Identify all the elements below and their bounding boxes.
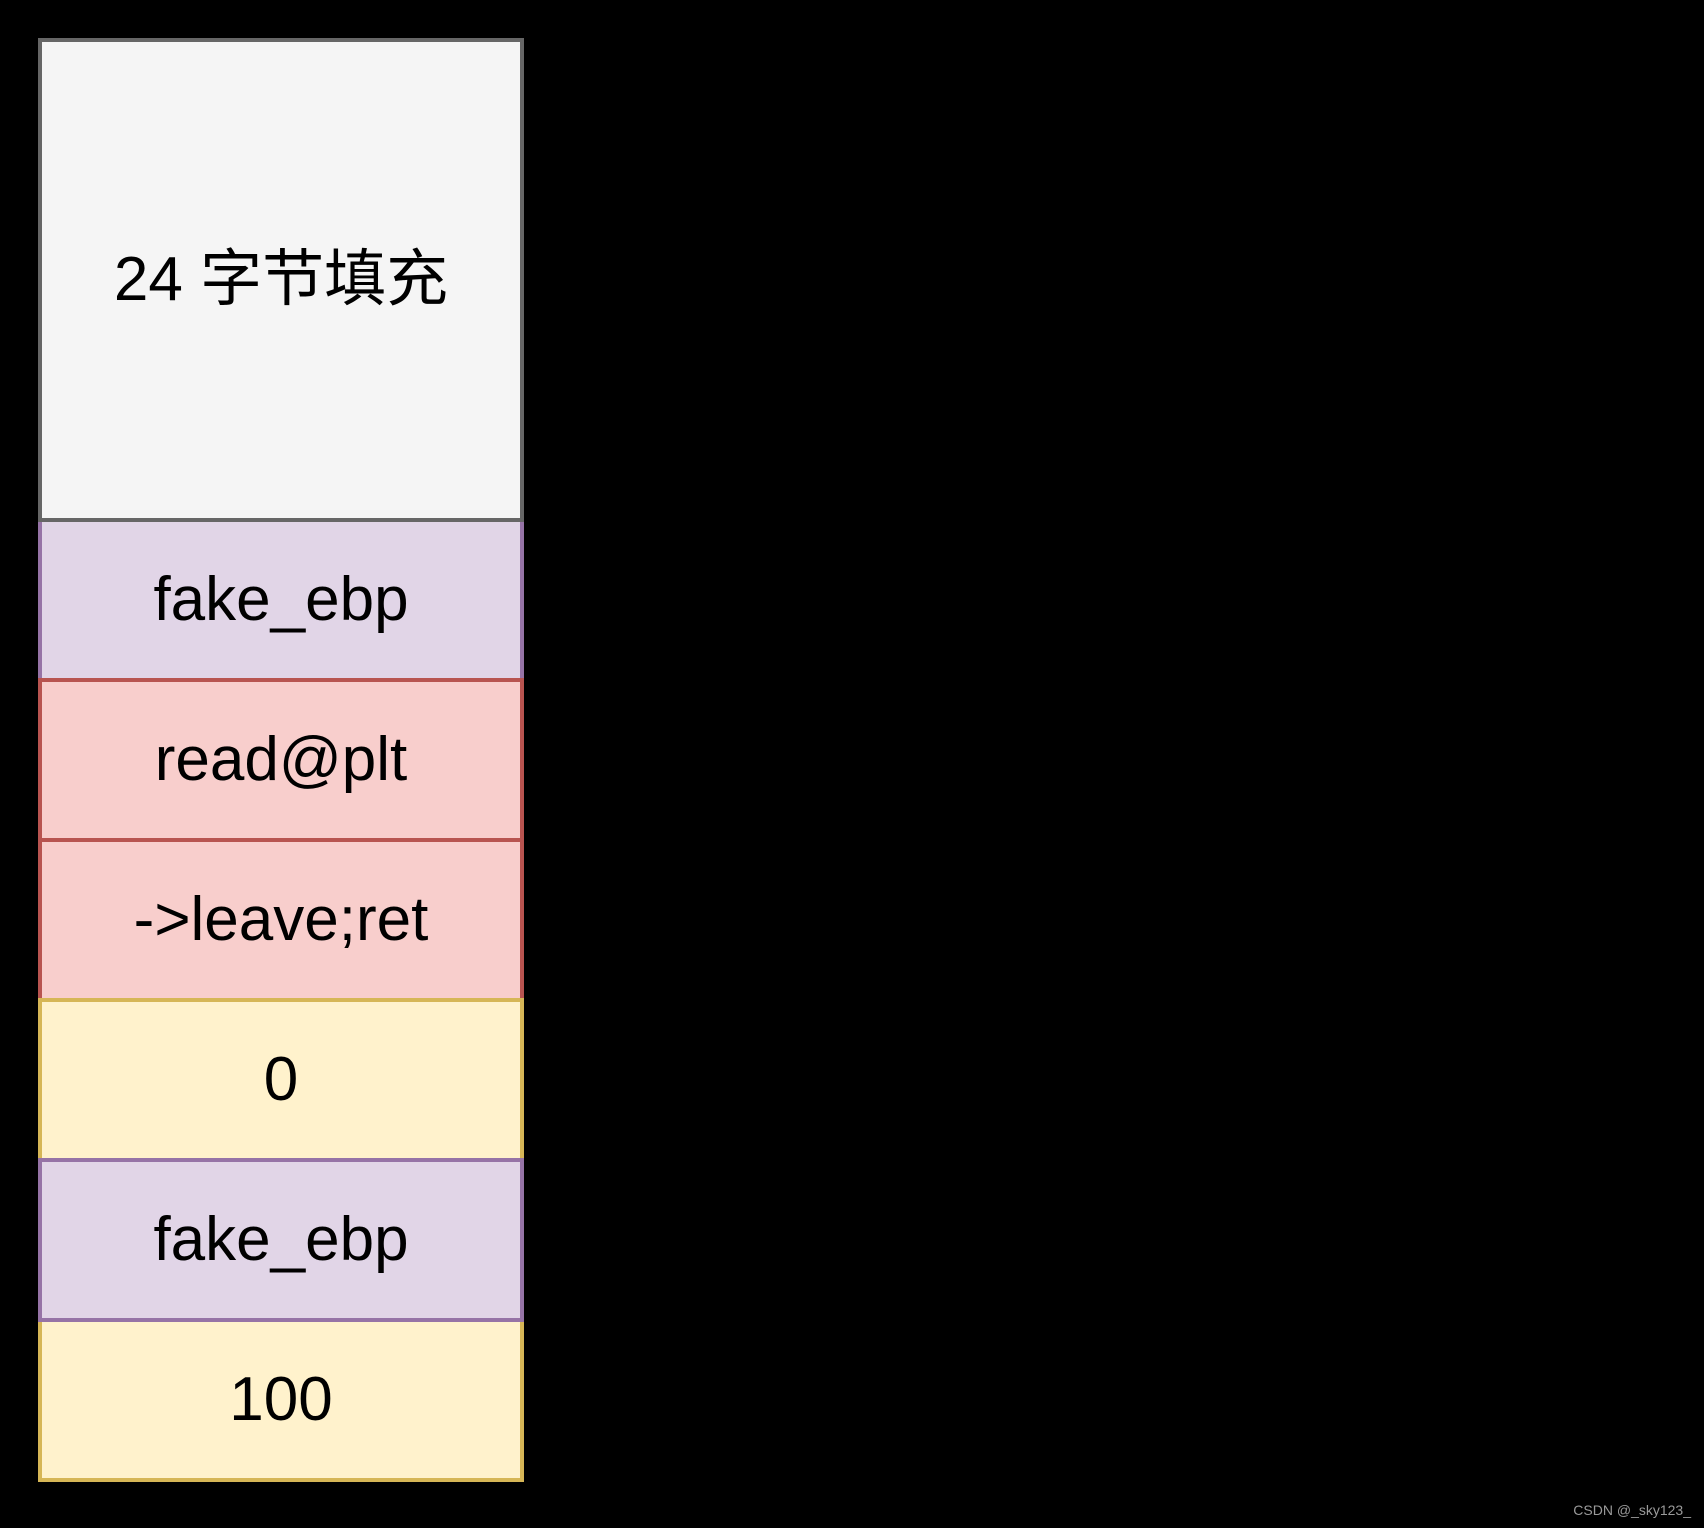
stack-cell-leave-ret: ->leave;ret bbox=[38, 838, 524, 1002]
stack-layout-diagram: 24 字节填充 fake_ebp read@plt ->leave;ret 0 … bbox=[38, 38, 524, 1482]
watermark-text: CSDN @_sky123_ bbox=[1573, 1502, 1691, 1518]
stack-cell-padding-label: 24 字节填充 bbox=[113, 244, 449, 314]
stack-cell-read-plt: read@plt bbox=[38, 678, 524, 842]
stack-cell-100: 100 bbox=[38, 1318, 524, 1482]
stack-cell-leave-ret-label: ->leave;ret bbox=[133, 884, 429, 954]
stack-cell-zero-label: 0 bbox=[263, 1044, 299, 1114]
stack-cell-zero: 0 bbox=[38, 998, 524, 1162]
stack-cell-fake-ebp-1-label: fake_ebp bbox=[153, 564, 409, 634]
stack-cell-fake-ebp-2: fake_ebp bbox=[38, 1158, 524, 1322]
stack-cell-100-label: 100 bbox=[229, 1364, 333, 1434]
stack-cell-fake-ebp-1: fake_ebp bbox=[38, 518, 524, 682]
stack-cell-fake-ebp-2-label: fake_ebp bbox=[153, 1204, 409, 1274]
stack-cell-padding: 24 字节填充 bbox=[38, 38, 524, 522]
stack-cell-read-plt-label: read@plt bbox=[154, 724, 408, 794]
